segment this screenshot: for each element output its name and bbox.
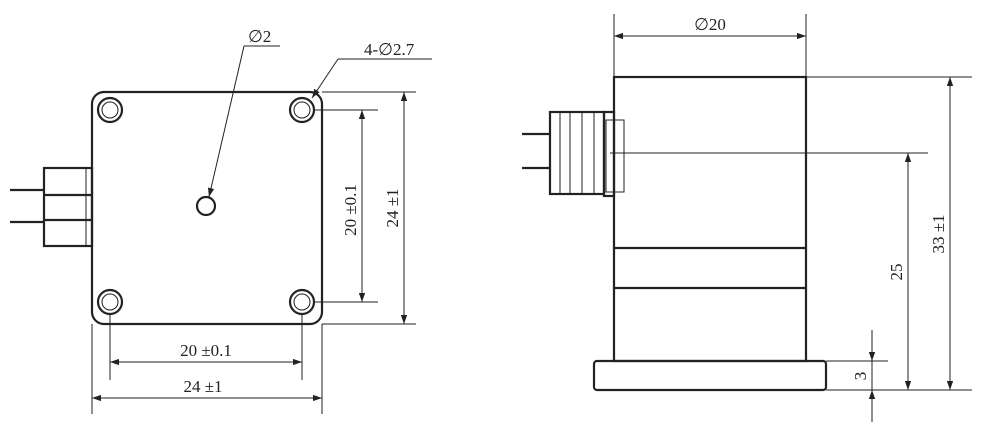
diameter-label: ∅20	[694, 15, 726, 34]
front-connector	[10, 166, 94, 248]
body-width-label: 24 ±1	[183, 377, 222, 396]
side-body-outline	[612, 75, 808, 363]
dim-hole-spacing-vertical	[314, 109, 378, 303]
front-body-outline	[90, 90, 324, 326]
side-base-flange	[592, 359, 828, 392]
corner-holes-label: 4-∅2.7	[364, 40, 415, 59]
corner-hole-top-right	[288, 96, 316, 124]
corner-hole-bottom-right	[288, 288, 316, 316]
total-height-label: 33 ±1	[929, 214, 948, 253]
dim-diameter	[613, 14, 807, 77]
center-hole	[195, 195, 217, 217]
side-connector	[522, 110, 625, 198]
corner-hole-bottom-left	[96, 288, 124, 316]
dim-hole-spacing-horizontal	[109, 314, 303, 380]
axis-height-label: 25	[887, 264, 906, 281]
dim-body-width	[91, 324, 323, 414]
dim-body-height	[322, 91, 416, 325]
flange-thickness-label: 3	[851, 372, 870, 381]
hole-spacing-horizontal-label: 20 ±0.1	[180, 341, 232, 360]
dim-flange-thickness	[826, 330, 888, 422]
front-view: ∅2 4-∅2.7 20 ±0.1 24 ±1 20 ±0.1	[10, 27, 432, 414]
hole-spacing-vertical-label: 20 ±0.1	[341, 184, 360, 236]
center-hole-label: ∅2	[248, 27, 271, 46]
center-hole-leader	[207, 45, 280, 198]
body-height-label: 24 ±1	[383, 188, 402, 227]
corner-holes-leader	[311, 58, 432, 99]
corner-hole-top-left	[96, 96, 124, 124]
side-view: ∅20 33 ±1 25 3	[522, 14, 972, 422]
dim-total-height	[806, 76, 972, 391]
